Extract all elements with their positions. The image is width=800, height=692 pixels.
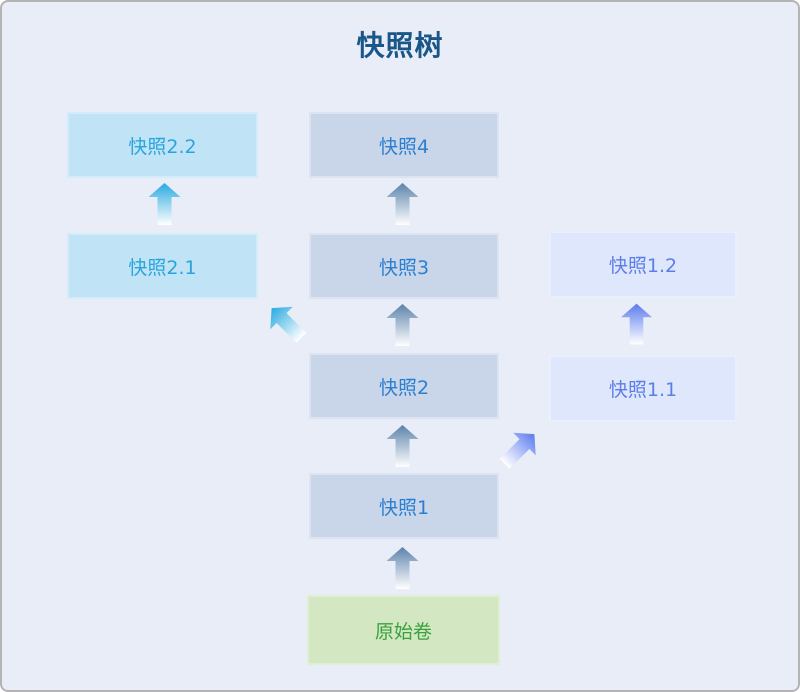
node-snapshot-2-label: 快照2 [378,376,430,399]
node-snapshot-2-2: 快照2.2 [67,112,258,178]
node-snapshot-2-1: 快照2.1 [67,233,258,299]
node-snapshot-1-2: 快照1.2 [549,231,737,298]
node-snapshot-1-1-label: 快照1.1 [608,379,678,401]
arrow-up-snapshot3-to-snapshot4-icon [386,183,419,225]
node-snapshot-1: 快照1 [309,473,499,539]
node-snapshot-1-label: 快照1 [378,496,430,519]
arrow-up-snapshot21-to-snapshot22-icon [148,183,181,225]
arrow-up-origin-to-snapshot1-icon [386,547,419,589]
arrow-up-snapshot11-to-snapshot12-icon [621,303,652,345]
arrow-upleft-snapshot2-to-snapshot21-icon [270,306,307,343]
node-snapshot-2: 快照2 [309,353,499,419]
arrow-upright-snapshot1-to-snapshot11-icon [499,432,536,469]
diagram-title: 快照树 [356,29,444,62]
arrow-up-snapshot2-to-snapshot3-icon [386,304,419,346]
node-snapshot-2-2-label: 快照2.2 [128,135,197,158]
node-snapshot-3-label: 快照3 [378,256,430,279]
node-snapshot-1-2-label: 快照1.2 [608,255,678,277]
node-snapshot-2-1-label: 快照2.1 [128,256,197,279]
node-origin-volume: 原始卷 [307,595,500,665]
node-origin-volume-label: 原始卷 [374,620,432,643]
node-snapshot-4-label: 快照4 [378,135,430,158]
node-snapshot-3: 快照3 [309,233,499,299]
arrow-up-snapshot1-to-snapshot2-icon [386,425,419,467]
node-snapshot-4: 快照4 [309,112,499,178]
node-snapshot-1-1: 快照1.1 [549,355,737,422]
